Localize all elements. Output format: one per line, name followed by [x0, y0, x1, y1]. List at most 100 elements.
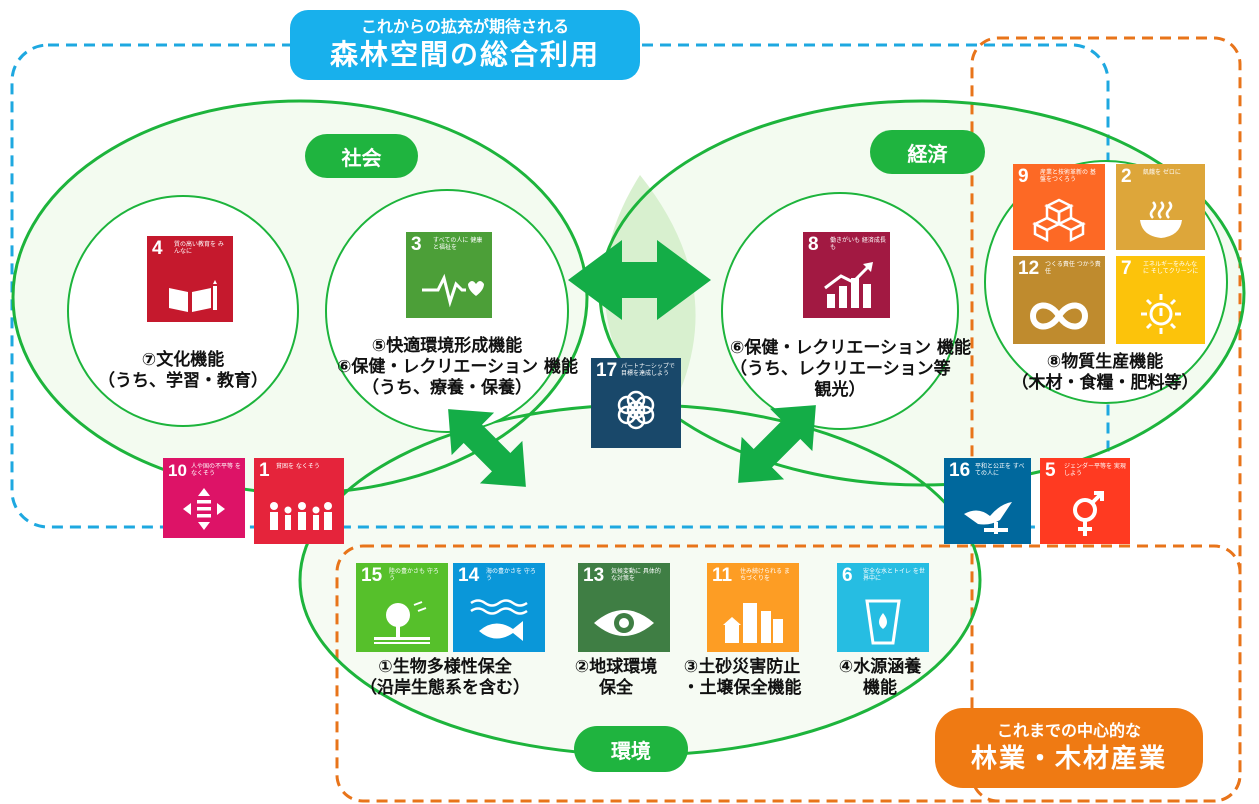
forestry-subtitle: これまでの中心的な [996, 721, 1141, 740]
overall-use-header: これからの拡充が期待される 森林空間の総合利用 [290, 10, 640, 80]
health-function-name: ⑥保健・レクリエーション 機能 [337, 357, 578, 377]
dove-icon [964, 502, 1012, 534]
sdg-9-label: 産業と技術革新の 基盤をつくろう [1040, 169, 1096, 183]
fish-icon [470, 599, 528, 641]
sdg-1-label: 貧困を なくそう [276, 463, 320, 470]
sdg-3-label: すべての人に 健康と福祉を [433, 237, 483, 251]
sdg-10-label: 人や国の不平等 をなくそう [191, 463, 241, 477]
health-function-note: （うち、療養・保養） [362, 378, 532, 398]
infinity-icon [1029, 302, 1089, 330]
sdg-10-tile: 10 人や国の不平等 をなくそう [163, 458, 245, 538]
material-function-note: （木材・食糧・肥料等） [1011, 373, 1199, 393]
sdg-12-number: 12 [1018, 258, 1040, 279]
sdg-2-tile: 2 飢餓を ゼロに [1116, 164, 1205, 250]
sdg-5-tile: 5 ジェンダー平等を 実現しよう [1040, 458, 1130, 544]
sdg-2-label: 飢餓を ゼロに [1143, 169, 1181, 176]
sdg-16-tile: 16 平和と公正を すべての人に [944, 458, 1031, 544]
comfort-function-name: ⑤快適環境形成機能 [371, 336, 523, 356]
sdg-12-tile: 12 つくる責任 つかう責任 [1013, 256, 1105, 344]
sdg-3-number: 3 [411, 234, 422, 255]
disaster-function-name: ③土砂災害防止 [683, 657, 801, 677]
sdg-16-label: 平和と公正を すべての人に [975, 463, 1025, 477]
overall-use-title: 森林空間の総合利用 [329, 38, 600, 71]
sdg-7-label: エネルギーをみんなに そしてクリーンに [1143, 261, 1199, 275]
recreation-function-note: （うち、レクリエーション等 [730, 359, 951, 379]
sdg-6-tile: 6 安全な水とトイレ を世界中に [837, 563, 929, 652]
recreation-function-note-2: 観光） [814, 380, 866, 400]
sdg-15-label: 陸の豊かさも 守ろう [389, 568, 439, 582]
recreation-function-label: ⑥保健・レクリエーション 機能 （うち、レクリエーション等 観光） [730, 338, 971, 401]
society-environment-arrow [448, 409, 526, 487]
economy-environment-arrow [738, 405, 816, 483]
flower-icon [617, 390, 655, 430]
global-env-function-name: ②地球環境 [574, 657, 658, 677]
sdg-17-number: 17 [596, 360, 618, 381]
sdg-5-number: 5 [1045, 460, 1056, 481]
sdg-17-label: パートナーシップで 目標を達成しよう [621, 363, 675, 377]
overall-use-subtitle: これからの拡充が期待される [360, 17, 569, 36]
sdg-11-label: 住み続けられる まちづくりを [740, 568, 790, 582]
sdg-8-label: 働きがいも 経済成長も [830, 237, 886, 251]
culture-function-name: ⑦文化機能 [141, 350, 225, 370]
society-economy-arrow [568, 240, 711, 320]
sdg-3-tile: 3 すべての人に 健康と福祉を [406, 232, 492, 318]
water-function-name-2: 機能 [863, 678, 897, 698]
people-icon [270, 502, 332, 530]
bowl-icon [1140, 201, 1182, 238]
sdg-1-number: 1 [259, 460, 270, 481]
tree-icon [374, 601, 430, 644]
sdg-15-number: 15 [361, 565, 383, 586]
comfort-function-label: ⑤快適環境形成機能 ⑥保健・レクリエーション 機能 （うち、療養・保養） [337, 336, 578, 399]
growth-chart-icon [824, 262, 873, 308]
book-icon [169, 280, 217, 312]
sdg-4-tile: 4 質の高い教育を みんなに [147, 236, 233, 322]
sdg-9-tile: 9 産業と技術革新の 基盤をつくろう [1013, 164, 1105, 250]
disaster-function-name-2: ・土壌保全機能 [682, 678, 802, 698]
society-label: 社会 [305, 134, 418, 178]
disaster-function-label: ③土砂災害防止 ・土壌保全機能 [672, 657, 812, 699]
city-icon [723, 603, 783, 643]
sdg-16-number: 16 [949, 460, 971, 481]
forestry-header: これまでの中心的な 林業・木材産業 [935, 708, 1203, 788]
sdg-7-tile: 7 エネルギーをみんなに そしてクリーンに [1116, 256, 1205, 344]
biodiversity-function-note: （沿岸生態系を含む） [360, 678, 530, 698]
biodiversity-function-name: ①生物多様性保全 [378, 657, 512, 677]
recreation-function-name: ⑥保健・レクリエーション 機能 [730, 338, 971, 358]
sdg-12-label: つくる責任 つかう責任 [1045, 261, 1101, 275]
sdg-17-tile: 17 パートナーシップで 目標を達成しよう [591, 358, 681, 448]
environment-label: 環境 [574, 726, 688, 772]
sdg-8-tile: 8 働きがいも 経済成長も [803, 232, 890, 318]
sdg-14-number: 14 [458, 565, 480, 586]
equality-icon [183, 488, 225, 530]
water-drop-icon [865, 599, 901, 645]
sdg-6-number: 6 [842, 565, 853, 586]
sdg-10-number: 10 [168, 461, 187, 480]
water-function-name: ④水源涵養 [838, 657, 922, 677]
sdg-4-label: 質の高い教育を みんなに [174, 241, 224, 255]
material-function-label: ⑧物質生産機能 （木材・食糧・肥料等） [1005, 352, 1205, 394]
sdg-15-tile: 15 陸の豊かさも 守ろう [356, 563, 448, 652]
culture-function-note: （うち、学習・教育） [98, 371, 268, 391]
sdg-13-label: 気候変動に 具体的な対策を [611, 568, 661, 582]
sdg-14-tile: 14 海の豊かさを 守ろう [453, 563, 545, 652]
sdg-1-tile: 1 貧困を なくそう [254, 458, 344, 544]
culture-function-label: ⑦文化機能 （うち、学習・教育） [83, 350, 283, 392]
sdg-11-tile: 11 住み続けられる まちづくりを [707, 563, 799, 652]
sdg-9-number: 9 [1018, 166, 1029, 187]
economy-label: 経済 [870, 130, 985, 174]
water-function-label: ④水源涵養 機能 [825, 657, 935, 699]
sdg-6-label: 安全な水とトイレ を世界中に [863, 568, 925, 582]
sdg-13-number: 13 [583, 565, 605, 586]
forestry-frame-right [970, 36, 1242, 803]
sdg-13-tile: 13 気候変動に 具体的な対策を [578, 563, 670, 652]
eye-icon [594, 610, 654, 636]
sun-icon [1141, 294, 1181, 334]
sdg-7-number: 7 [1121, 258, 1132, 279]
sdg-11-number: 11 [712, 565, 733, 586]
sdg-2-number: 2 [1121, 166, 1132, 187]
forestry-title: 林業・木材産業 [970, 744, 1167, 774]
material-function-name: ⑧物質生産機能 [1046, 352, 1164, 372]
biodiversity-function-label: ①生物多様性保全 （沿岸生態系を含む） [350, 657, 540, 699]
sdg-8-number: 8 [808, 234, 819, 255]
